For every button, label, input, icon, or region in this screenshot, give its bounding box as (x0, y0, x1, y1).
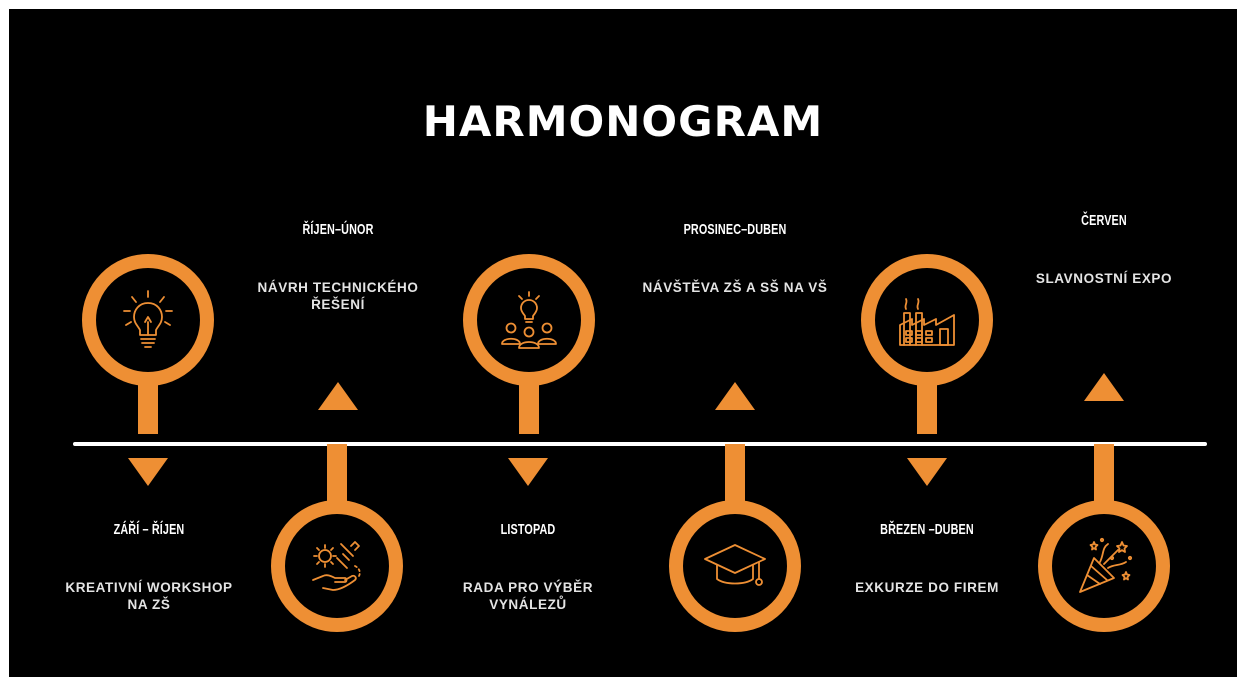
party-popper-icon (1079, 537, 1133, 593)
phase-description: NÁVRH TECHNICKÉHO ŘEŠENÍ (223, 279, 453, 313)
arrow-up-icon (1084, 373, 1124, 401)
phase-description-line: EXKURZE DO FIREM (855, 580, 999, 595)
team-idea-icon (501, 291, 557, 349)
marker-phase-1 (82, 254, 214, 434)
marker-phase-4 (669, 444, 801, 632)
phase-description: EXKURZE DO FIREM (812, 579, 1042, 596)
marker-stem (725, 444, 745, 504)
phase-date: PROSINEC–DUBEN (683, 221, 787, 238)
page-title: HARMONOGRAM (422, 97, 824, 146)
phase-description-line: ŘEŠENÍ (311, 297, 365, 312)
marker-stem (138, 382, 158, 434)
marker-ring (463, 254, 595, 386)
marker-phase-6 (1038, 444, 1170, 632)
arrow-up-icon (318, 382, 358, 410)
arrow-down-icon (907, 458, 947, 486)
marker-ring (669, 500, 801, 632)
marker-stem (519, 382, 539, 434)
phase-description-line: KREATIVNÍ WORKSHOP (65, 580, 233, 595)
phase-description-line: VYNÁLEZŮ (489, 597, 567, 612)
arrow-up-icon (715, 382, 755, 410)
phase-date: ČERVEN (1081, 212, 1127, 229)
arrow-down-icon (128, 458, 168, 486)
phase-description: NÁVŠTĚVA ZŠ A SŠ NA VŠ (620, 279, 850, 296)
phase-description-line: RADA PRO VÝBĚR (462, 580, 594, 595)
marker-stem (327, 444, 347, 504)
gear-wrench-hand-icon (312, 541, 361, 591)
lightbulb-icon (123, 290, 173, 348)
arrow-down-icon (508, 458, 548, 486)
marker-stem (917, 382, 937, 434)
phase-date: ŘÍJEN–ÚNOR (302, 221, 374, 238)
phase-description: RADA PRO VÝBĚR VYNÁLEZŮ (413, 579, 643, 613)
marker-stem (1094, 444, 1114, 504)
marker-phase-3 (463, 254, 595, 434)
phase-date: ZÁŘÍ – ŘÍJEN (113, 521, 185, 538)
phase-description: SLAVNOSTNÍ EXPO (989, 270, 1219, 287)
marker-phase-2 (271, 444, 403, 632)
marker-ring (82, 254, 214, 386)
phase-date: BŘEZEN –DUBEN (880, 521, 974, 538)
timeline-line (73, 442, 1207, 446)
graduation-cap-icon (704, 544, 766, 586)
phase-description-line: NÁVRH TECHNICKÉHO (257, 280, 419, 295)
marker-ring (861, 254, 993, 386)
factory-icon (899, 298, 955, 346)
phase-description-line: SLAVNOSTNÍ EXPO (1035, 271, 1173, 286)
marker-ring (271, 500, 403, 632)
marker-phase-5 (861, 254, 993, 434)
phase-description: KREATIVNÍ WORKSHOP NA ZŠ (34, 579, 264, 613)
phase-description-line: NÁVŠTĚVA ZŠ A SŠ NA VŠ (642, 280, 828, 295)
phase-date: LISTOPAD (500, 521, 556, 538)
phase-description-line: NA ZŠ (127, 597, 171, 612)
marker-ring (1038, 500, 1170, 632)
slide: HARMONOGRAM (9, 9, 1237, 677)
